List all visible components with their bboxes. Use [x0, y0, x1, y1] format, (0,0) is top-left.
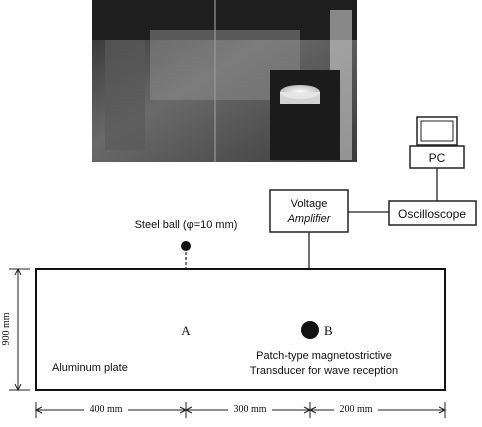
- setup-photo: [92, 0, 357, 162]
- width-segment-1-label: 400 mm: [89, 404, 122, 415]
- height-dimension-label: 900 mm: [1, 312, 12, 345]
- transducer-label-line1: Patch-type magnetostrictive: [256, 350, 392, 362]
- point-b-label: B: [324, 323, 333, 338]
- steel-ball-icon: [181, 241, 191, 251]
- voltage-amplifier-box: [269, 189, 349, 233]
- pc-label: PC: [429, 151, 446, 165]
- amplifier-label-line1: Voltage: [291, 198, 328, 210]
- aluminum-plate: [35, 268, 446, 391]
- point-a-label: A: [181, 323, 191, 338]
- oscilloscope-label: Oscilloscope: [398, 207, 466, 221]
- transducer-label-line2: Transducer for wave reception: [250, 365, 398, 377]
- width-segment-2-label: 300 mm: [233, 404, 266, 415]
- plate-material-label: Aluminum plate: [52, 362, 128, 374]
- amplifier-label-line2: Amplifier: [287, 213, 332, 225]
- oscilloscope-box: [388, 200, 477, 226]
- steel-ball-label: Steel ball (φ=10 mm): [135, 219, 238, 231]
- height-dimension: [9, 267, 30, 392]
- pc-icon: [409, 116, 465, 169]
- transducer-icon: [301, 321, 319, 339]
- width-segment-3-label: 200 mm: [339, 404, 372, 415]
